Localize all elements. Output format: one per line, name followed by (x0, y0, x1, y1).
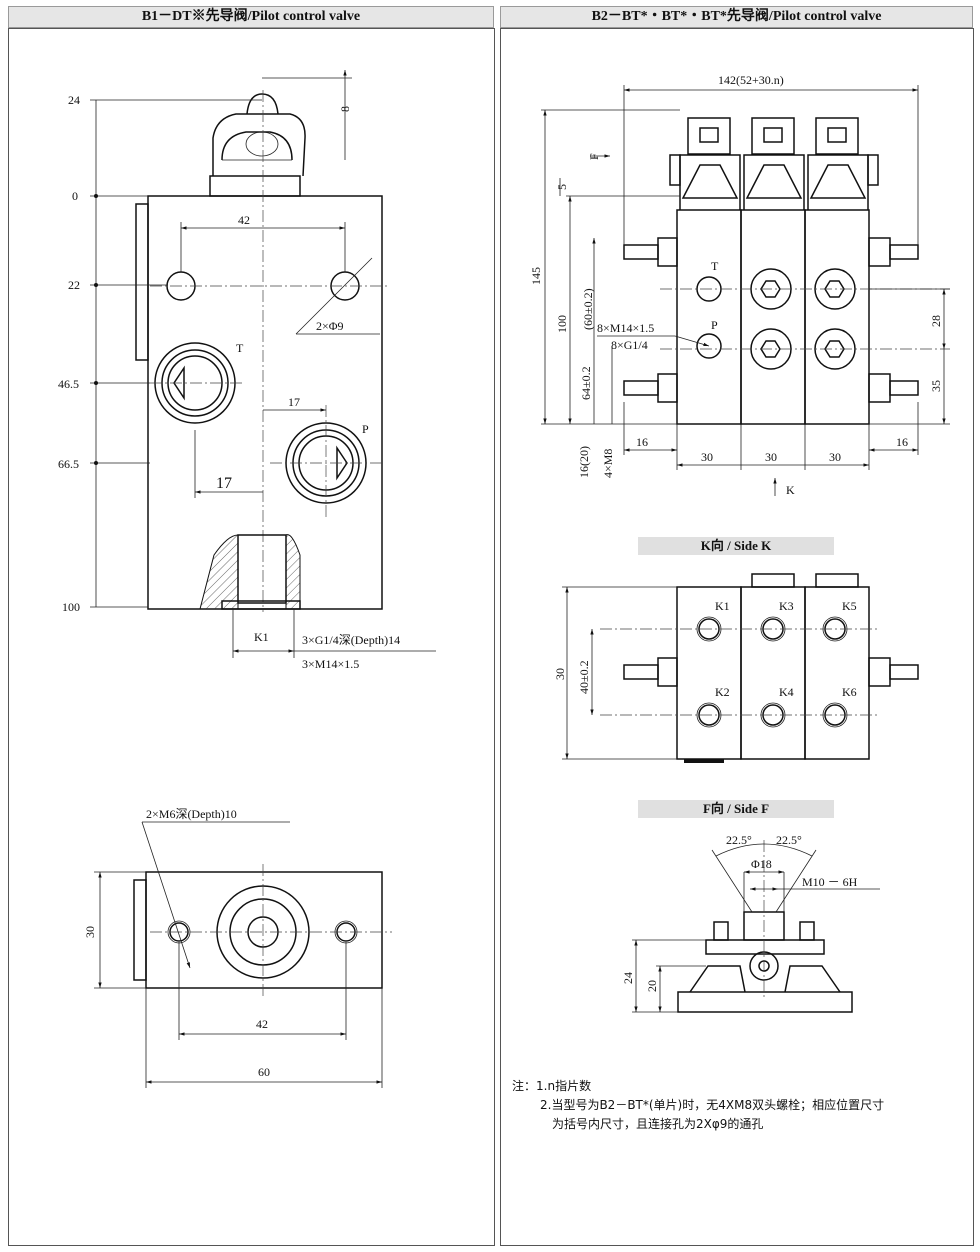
dim-30-c: 30 (829, 450, 841, 464)
notes-block: 注：1.n指片数 2.当型号为B2－BT*(单片)时，无4XM8双头螺栓；相应位… (512, 1077, 972, 1134)
port-k5: K5 (842, 599, 857, 613)
left-panel-title: B1－DT※先导阀/Pilot control valve (8, 6, 494, 28)
label-k-arrow: K (786, 483, 795, 497)
hex-fittings (750, 268, 856, 370)
port-p-label-right: P (711, 318, 718, 332)
pilot-cap (212, 113, 306, 177)
port-p-hole (696, 333, 722, 359)
note-line-2: 2.当型号为B2－BT*(单片)时，无4XM8双头螺栓；相应位置尺寸 (540, 1098, 885, 1112)
top-body (145, 871, 383, 989)
thread-8g14: 8×G1/4 (611, 338, 648, 352)
k1-port-section (237, 534, 287, 604)
dim-30-b: 30 (765, 450, 777, 464)
thread-8m14: 8×M14×1.5 (597, 321, 654, 335)
b1-front-view: 24 0 22 46.5 66.5 100 8 42 2×Φ9 T P 17 1… (58, 70, 436, 671)
right-panel (500, 28, 974, 1246)
note-line-3: 为括号内尺寸，且连接孔为2Xφ9的通孔 (552, 1117, 764, 1131)
dim-46-5: 46.5 (58, 377, 79, 391)
dim-40: 40±0.2 (577, 660, 591, 694)
dim-142: 142(52+30.n) (718, 73, 784, 87)
dim-100-right: 100 (555, 315, 569, 333)
note-line-1: 1.n指片数 (536, 1079, 592, 1093)
side-f-view: 22.5° 22.5° Φ18 M10 － 6H 24 20 (621, 833, 880, 1013)
dim-145: 145 (529, 267, 543, 285)
dim-16-20: 16(20) (577, 446, 591, 478)
dim-24: 24 (68, 93, 80, 107)
dim-28: 28 (929, 315, 943, 327)
label-f: F (587, 153, 601, 160)
dim-phi18: Φ18 (751, 857, 772, 871)
dim-5: 5 (555, 184, 569, 190)
thread-g14: 3×G1/4深(Depth)14 (302, 633, 400, 647)
side-f-title: F向 / Side F (638, 800, 834, 818)
port-k6: K6 (842, 685, 857, 699)
dim-2phi9: 2×Φ9 (316, 319, 344, 333)
dim-8: 8 (338, 106, 352, 112)
side-k-view: K1 K3 K5 K2 K4 K6 30 40±0.2 (553, 573, 919, 763)
section-block-3 (804, 209, 870, 425)
port-t-label: T (236, 341, 244, 355)
port-k2: K2 (715, 685, 730, 699)
dim-100: 100 (62, 600, 80, 614)
port-p-label: P (362, 422, 369, 436)
dim-64: 64±0.2 (579, 366, 593, 400)
dim-24-f: 24 (621, 972, 635, 984)
port-t-label-right: T (711, 259, 719, 273)
dim-4m8: 4×M8 (601, 449, 615, 478)
dim-66-5: 66.5 (58, 457, 79, 471)
dim-17-large: 17 (216, 475, 232, 492)
dim-30-top: 30 (83, 926, 97, 938)
top-base (209, 175, 301, 197)
dim-35: 35 (929, 380, 943, 392)
b2-front-view: 142(52+30.n) F 145 100 5 (60±0.2) 64±0.2… (529, 73, 950, 497)
valve-body (147, 195, 383, 610)
dim-42-front: 42 (238, 213, 250, 227)
section-block-1 (676, 209, 742, 425)
left-panel (8, 28, 495, 1246)
side-k-title: K向 / Side K (638, 537, 834, 555)
dim-60-top: 60 (258, 1065, 270, 1079)
side-plate (135, 203, 149, 361)
dim-16-left: 16 (636, 435, 648, 449)
angle-right: 22.5° (776, 833, 802, 847)
port-k1: K1 (715, 599, 730, 613)
angle-left: 22.5° (726, 833, 752, 847)
section-block-2 (740, 209, 806, 425)
thread-m10: M10 － 6H (802, 875, 858, 889)
dim-20-f: 20 (645, 980, 659, 992)
dim-30-sidek: 30 (553, 668, 567, 680)
notes-prefix: 注： (512, 1079, 537, 1093)
dim-60: (60±0.2) (581, 288, 595, 330)
callout-m6: 2×M6深(Depth)10 (146, 807, 237, 821)
port-k4: K4 (779, 685, 794, 699)
dim-17-small: 17 (288, 395, 300, 409)
dim-42-top: 42 (256, 1017, 268, 1031)
pilot-knob (246, 93, 279, 115)
b1-top-view: 2×M6深(Depth)10 30 42 60 (83, 807, 392, 1088)
label-k1: K1 (254, 630, 269, 644)
port-k3: K3 (779, 599, 794, 613)
thread-m14: 3×M14×1.5 (302, 657, 359, 671)
f-base (677, 991, 853, 1013)
dim-22: 22 (68, 278, 80, 292)
dim-0: 0 (72, 189, 78, 203)
dim-30-a: 30 (701, 450, 713, 464)
dim-16-right: 16 (896, 435, 908, 449)
right-panel-title: B2－BT*・BT*・BT*先导阀/Pilot control valve (500, 6, 973, 28)
